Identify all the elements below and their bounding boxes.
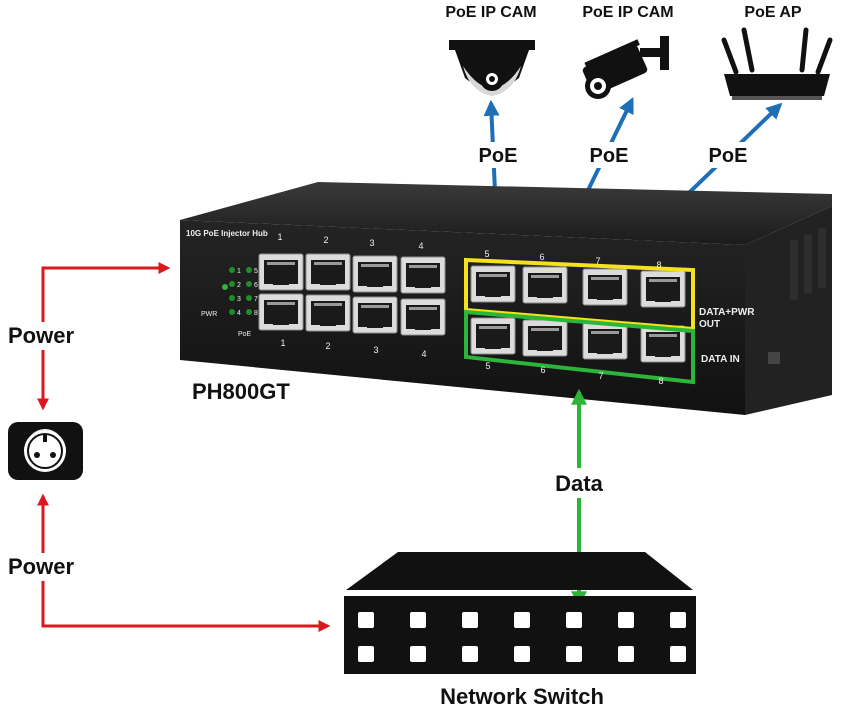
model-label: PH800GT xyxy=(192,379,290,404)
port-number: 2 xyxy=(325,341,330,351)
switch-port xyxy=(462,612,478,628)
out-label-1: DATA+PWR xyxy=(699,307,755,318)
led-number: 2 xyxy=(237,282,241,289)
led-panel: PWR PoE 1 2 3 4 5 6 7 8 xyxy=(201,267,258,338)
switch-port xyxy=(462,646,478,662)
power-socket xyxy=(8,422,83,480)
hub-top-face xyxy=(180,182,832,245)
led-number: 5 xyxy=(254,268,258,275)
port-number: 7 xyxy=(598,371,603,381)
device-ap: PoE AP xyxy=(721,4,833,100)
led-number: 6 xyxy=(254,282,258,289)
power-arrow-bottom xyxy=(37,493,331,632)
port-number: 3 xyxy=(373,345,378,355)
switch-port xyxy=(618,612,634,628)
pwr-label: PWR xyxy=(201,311,217,318)
power-label-top: Power xyxy=(8,323,74,348)
switch-port xyxy=(566,612,582,628)
led-number: 4 xyxy=(237,310,241,317)
pwr-led xyxy=(222,284,228,290)
led-number: 3 xyxy=(237,296,241,303)
out-label-2: OUT xyxy=(699,319,720,330)
power-links: Power Power xyxy=(4,262,331,632)
network-switch-icon xyxy=(344,552,696,674)
ap-label: PoE AP xyxy=(744,4,802,21)
led-number: 8 xyxy=(254,310,258,317)
port-number: 3 xyxy=(369,238,374,248)
device-cam2: PoE IP CAM xyxy=(582,4,674,99)
led-number: 1 xyxy=(237,268,241,275)
poe-led xyxy=(246,267,252,273)
cam2-label: PoE IP CAM xyxy=(582,4,673,21)
switch-port xyxy=(358,646,374,662)
dome-camera-icon xyxy=(449,40,535,96)
hub-brand-label: 10G PoE Injector Hub xyxy=(186,229,268,238)
switch-label: Network Switch xyxy=(440,684,604,709)
poe-led xyxy=(229,267,235,273)
poe-injector-hub: 10G PoE Injector Hub PWR PoE 1 2 3 4 5 6 7 8 DA… xyxy=(180,182,832,415)
port-number: 1 xyxy=(280,338,285,348)
device-cam1: PoE IP CAM xyxy=(445,4,537,96)
port-number: 8 xyxy=(658,376,663,386)
port-number: 7 xyxy=(595,256,600,266)
port-number: 6 xyxy=(539,252,544,262)
poe-label-1: PoE xyxy=(479,145,518,167)
switch-port xyxy=(670,646,686,662)
port-number: 1 xyxy=(277,232,282,242)
access-point-icon xyxy=(721,27,833,100)
switch-port xyxy=(410,612,426,628)
port-number: 5 xyxy=(484,249,489,259)
poe-led xyxy=(246,281,252,287)
poe-led xyxy=(246,295,252,301)
poe-led xyxy=(229,281,235,287)
led-number: 7 xyxy=(254,296,258,303)
bullet-camera-icon xyxy=(582,36,669,99)
data-label: Data xyxy=(555,471,603,496)
switch-port xyxy=(410,646,426,662)
in-label: DATA IN xyxy=(701,354,740,365)
poe-led-label: PoE xyxy=(238,331,252,338)
switch-port xyxy=(514,646,530,662)
port-number: 2 xyxy=(323,235,328,245)
poe-led xyxy=(246,309,252,315)
switch-port xyxy=(566,646,582,662)
switch-port xyxy=(670,612,686,628)
switch-port xyxy=(514,612,530,628)
poe-label-2: PoE xyxy=(590,145,629,167)
port-number: 4 xyxy=(418,241,423,251)
port-number: 6 xyxy=(540,365,545,375)
poe-led xyxy=(229,309,235,315)
power-label-bottom: Power xyxy=(8,554,74,579)
data-in-highlight xyxy=(464,309,695,385)
data-link: Data xyxy=(548,388,610,608)
port-number: 4 xyxy=(421,349,426,359)
power-arrow-top xyxy=(37,262,171,411)
poe-label-3: PoE xyxy=(709,145,748,167)
switch-port xyxy=(618,646,634,662)
port-number: 8 xyxy=(656,260,661,270)
poe-led xyxy=(229,295,235,301)
switch-port xyxy=(358,612,374,628)
cam1-label: PoE IP CAM xyxy=(445,4,536,21)
port-number: 5 xyxy=(485,361,490,371)
